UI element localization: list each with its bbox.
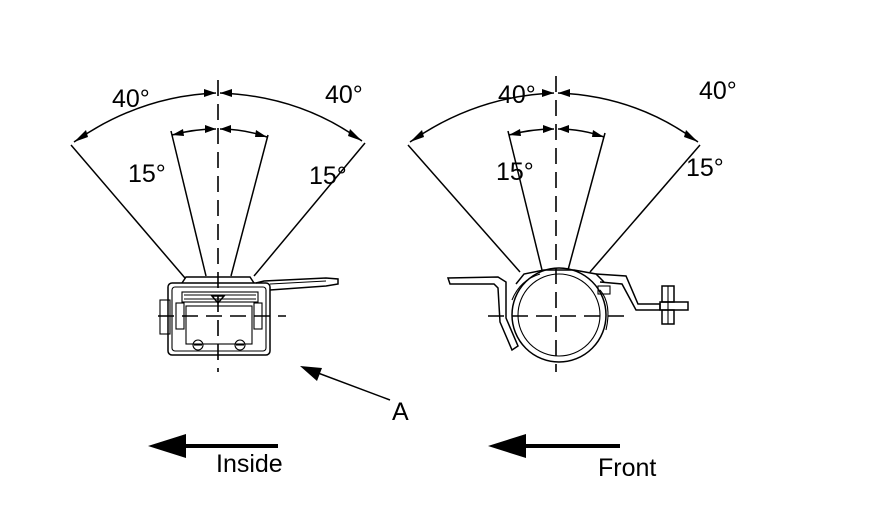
right-40-line-right: [589, 144, 701, 273]
inside-label: Inside: [216, 450, 283, 478]
left-15-arrowhead-2: [205, 125, 216, 133]
right-angle-inner-right: 15°: [686, 154, 724, 182]
left-angle-inner-right: 15°: [309, 162, 347, 190]
right-15-line-right: [567, 132, 606, 271]
left-15-arrowhead-4: [255, 130, 267, 137]
front-label: Front: [598, 454, 656, 482]
right-sensor-body: [446, 267, 689, 363]
right-40-arc-left: [409, 92, 555, 143]
left-15-arrowhead-3: [220, 125, 231, 133]
left-40-arrowhead-3: [220, 89, 232, 97]
right-40-line-left: [407, 144, 521, 273]
right-figure: 40° 40° 15° 15°: [407, 76, 737, 372]
inside-direction: Inside: [148, 434, 283, 478]
left-sensor-body: [159, 276, 339, 356]
left-figure: 40° 40° 15° 15°: [70, 80, 366, 372]
right-15-arrowhead-1: [509, 129, 521, 136]
left-15-line-right: [230, 134, 269, 277]
left-40-arrowhead-2: [204, 89, 216, 97]
left-angle-outer-left: 40°: [112, 85, 150, 113]
left-angle-outer-right: 40°: [325, 81, 363, 109]
callout-a: A: [300, 366, 409, 426]
right-40-arrowhead-4: [684, 130, 698, 142]
left-40-line-left: [70, 144, 186, 279]
right-40-arc-right: [557, 92, 699, 143]
right-15-arrowhead-2: [543, 125, 554, 133]
left-40-arc-right: [219, 92, 363, 142]
inside-arrowhead: [148, 434, 186, 458]
callout-arrowhead: [300, 366, 322, 381]
callout-arrow-line: [309, 369, 391, 401]
left-40-line-right: [253, 142, 366, 277]
right-angle-outer-left: 40°: [498, 81, 536, 109]
left-15-arrowhead-1: [172, 129, 184, 136]
left-15-line-left: [170, 130, 207, 277]
right-40-arrowhead-3: [558, 89, 570, 97]
left-40-arc-left: [73, 92, 217, 143]
front-arrowhead: [488, 434, 526, 458]
right-15-arrowhead-4: [592, 130, 604, 137]
right-40-arrowhead-2: [542, 89, 554, 97]
front-direction: Front: [488, 434, 656, 482]
right-angle-inner-left: 15°: [496, 158, 534, 186]
right-40-arrowhead-1: [410, 130, 424, 142]
right-angle-outer-right: 40°: [699, 77, 737, 105]
left-angle-inner-left: 15°: [128, 160, 166, 188]
right-15-line-left: [507, 130, 543, 271]
right-15-arrowhead-3: [558, 125, 569, 133]
left-40-arrowhead-1: [74, 130, 88, 142]
left-40-arrowhead-4: [348, 129, 362, 141]
callout-label: A: [392, 398, 409, 426]
